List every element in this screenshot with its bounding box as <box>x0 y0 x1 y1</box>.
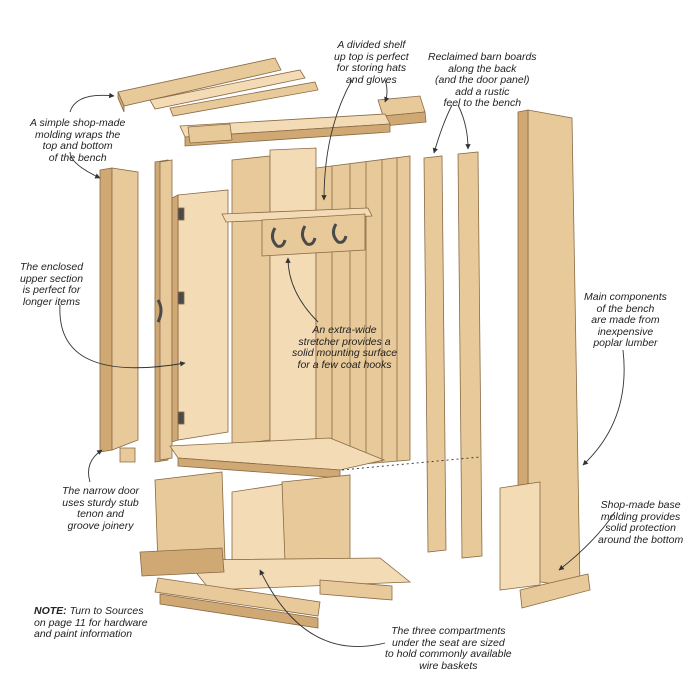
coat-hook-stretcher <box>221 207 373 257</box>
callout-line: (and the door panel) <box>434 74 530 86</box>
callout-line: wire baskets <box>419 659 478 672</box>
callout-line: molding provides <box>600 510 681 523</box>
callout-line: solid protection <box>605 522 676 534</box>
callout-line: The three compartments <box>391 625 506 637</box>
callout-base-molding: Shop-made base molding provides solid pr… <box>598 499 684 546</box>
callout-line: and gloves <box>345 73 397 86</box>
callout-line: The narrow door <box>62 485 140 497</box>
callout-line: up top is perfect <box>334 50 409 63</box>
note-line: on page 11 for hardware <box>34 616 148 629</box>
callout-line: solid mounting surface <box>292 347 398 359</box>
seat <box>119 437 386 479</box>
callout-barn-boards: Reclaimed barn boards along the back (an… <box>428 51 537 110</box>
base-molding <box>154 573 591 629</box>
leader-lines <box>59 79 625 647</box>
callout-line: tenon and <box>77 508 124 520</box>
callout-line: inexpensive <box>597 325 654 338</box>
callout-line: An extra-wide <box>312 324 377 336</box>
sources-note: NOTE: Turn to Sources on page 11 for har… <box>34 605 148 641</box>
callout-line: for storing hats <box>336 62 407 74</box>
callout-compartments: The three compartments under the seat ar… <box>385 625 512 672</box>
callout-line: poplar lumber <box>593 337 658 349</box>
door <box>156 189 229 443</box>
center-divider <box>231 147 317 446</box>
callout-line: The enclosed <box>20 261 84 273</box>
note-line: and paint information <box>34 628 133 640</box>
callout-line: A divided shelf <box>337 39 406 51</box>
top-molding <box>117 57 427 127</box>
callout-line: top and bottom <box>42 140 113 152</box>
callout-line: feel to the bench <box>443 97 522 109</box>
lower-compartments <box>139 471 412 591</box>
callout-line: along the back <box>448 62 517 75</box>
callout-door: The narrow door uses sturdy stub tenon a… <box>62 485 140 532</box>
callout-line: molding wraps the <box>35 128 121 141</box>
right-side-panel <box>499 109 581 591</box>
callout-line: stretcher provides a <box>298 335 391 348</box>
back-panel <box>315 155 411 469</box>
callout-line: Reclaimed barn boards <box>428 51 537 63</box>
callout-line: Main components <box>584 291 667 303</box>
divided-shelf <box>179 113 391 147</box>
callout-line: longer items <box>22 295 81 308</box>
callout-upper-section: The enclosed upper section is perfect fo… <box>20 261 84 308</box>
barn-boards <box>423 151 483 559</box>
callout-line: are made from <box>591 314 660 326</box>
callout-molding: A simple shop-made molding wraps the top… <box>30 117 126 164</box>
callout-line: of the bench <box>48 151 107 164</box>
callout-poplar: Main components of the bench are made fr… <box>584 291 667 350</box>
callout-line: around the bottom <box>598 533 684 546</box>
callout-stretcher: An extra-wide stretcher provides a solid… <box>292 324 398 371</box>
callout-line: A simple shop-made <box>30 117 126 129</box>
callout-line: Shop-made base <box>600 499 681 511</box>
left-side-panel <box>99 159 173 463</box>
callout-line: add a rustic <box>455 85 510 98</box>
callout-line: for a few coat hooks <box>297 358 392 371</box>
callout-line: groove joinery <box>67 519 134 532</box>
callout-shelf: A divided shelf up top is perfect for st… <box>334 39 409 86</box>
callout-line: of the bench <box>596 302 655 315</box>
callout-line: upper section <box>20 272 84 285</box>
note-label: NOTE: <box>34 605 67 617</box>
callout-line: to hold commonly available <box>385 648 512 660</box>
callout-line: is perfect for <box>22 284 81 296</box>
callout-line: under the seat are sized <box>392 636 505 649</box>
note-line: Turn to Sources <box>69 605 144 617</box>
callout-line: uses sturdy stub <box>62 496 139 509</box>
